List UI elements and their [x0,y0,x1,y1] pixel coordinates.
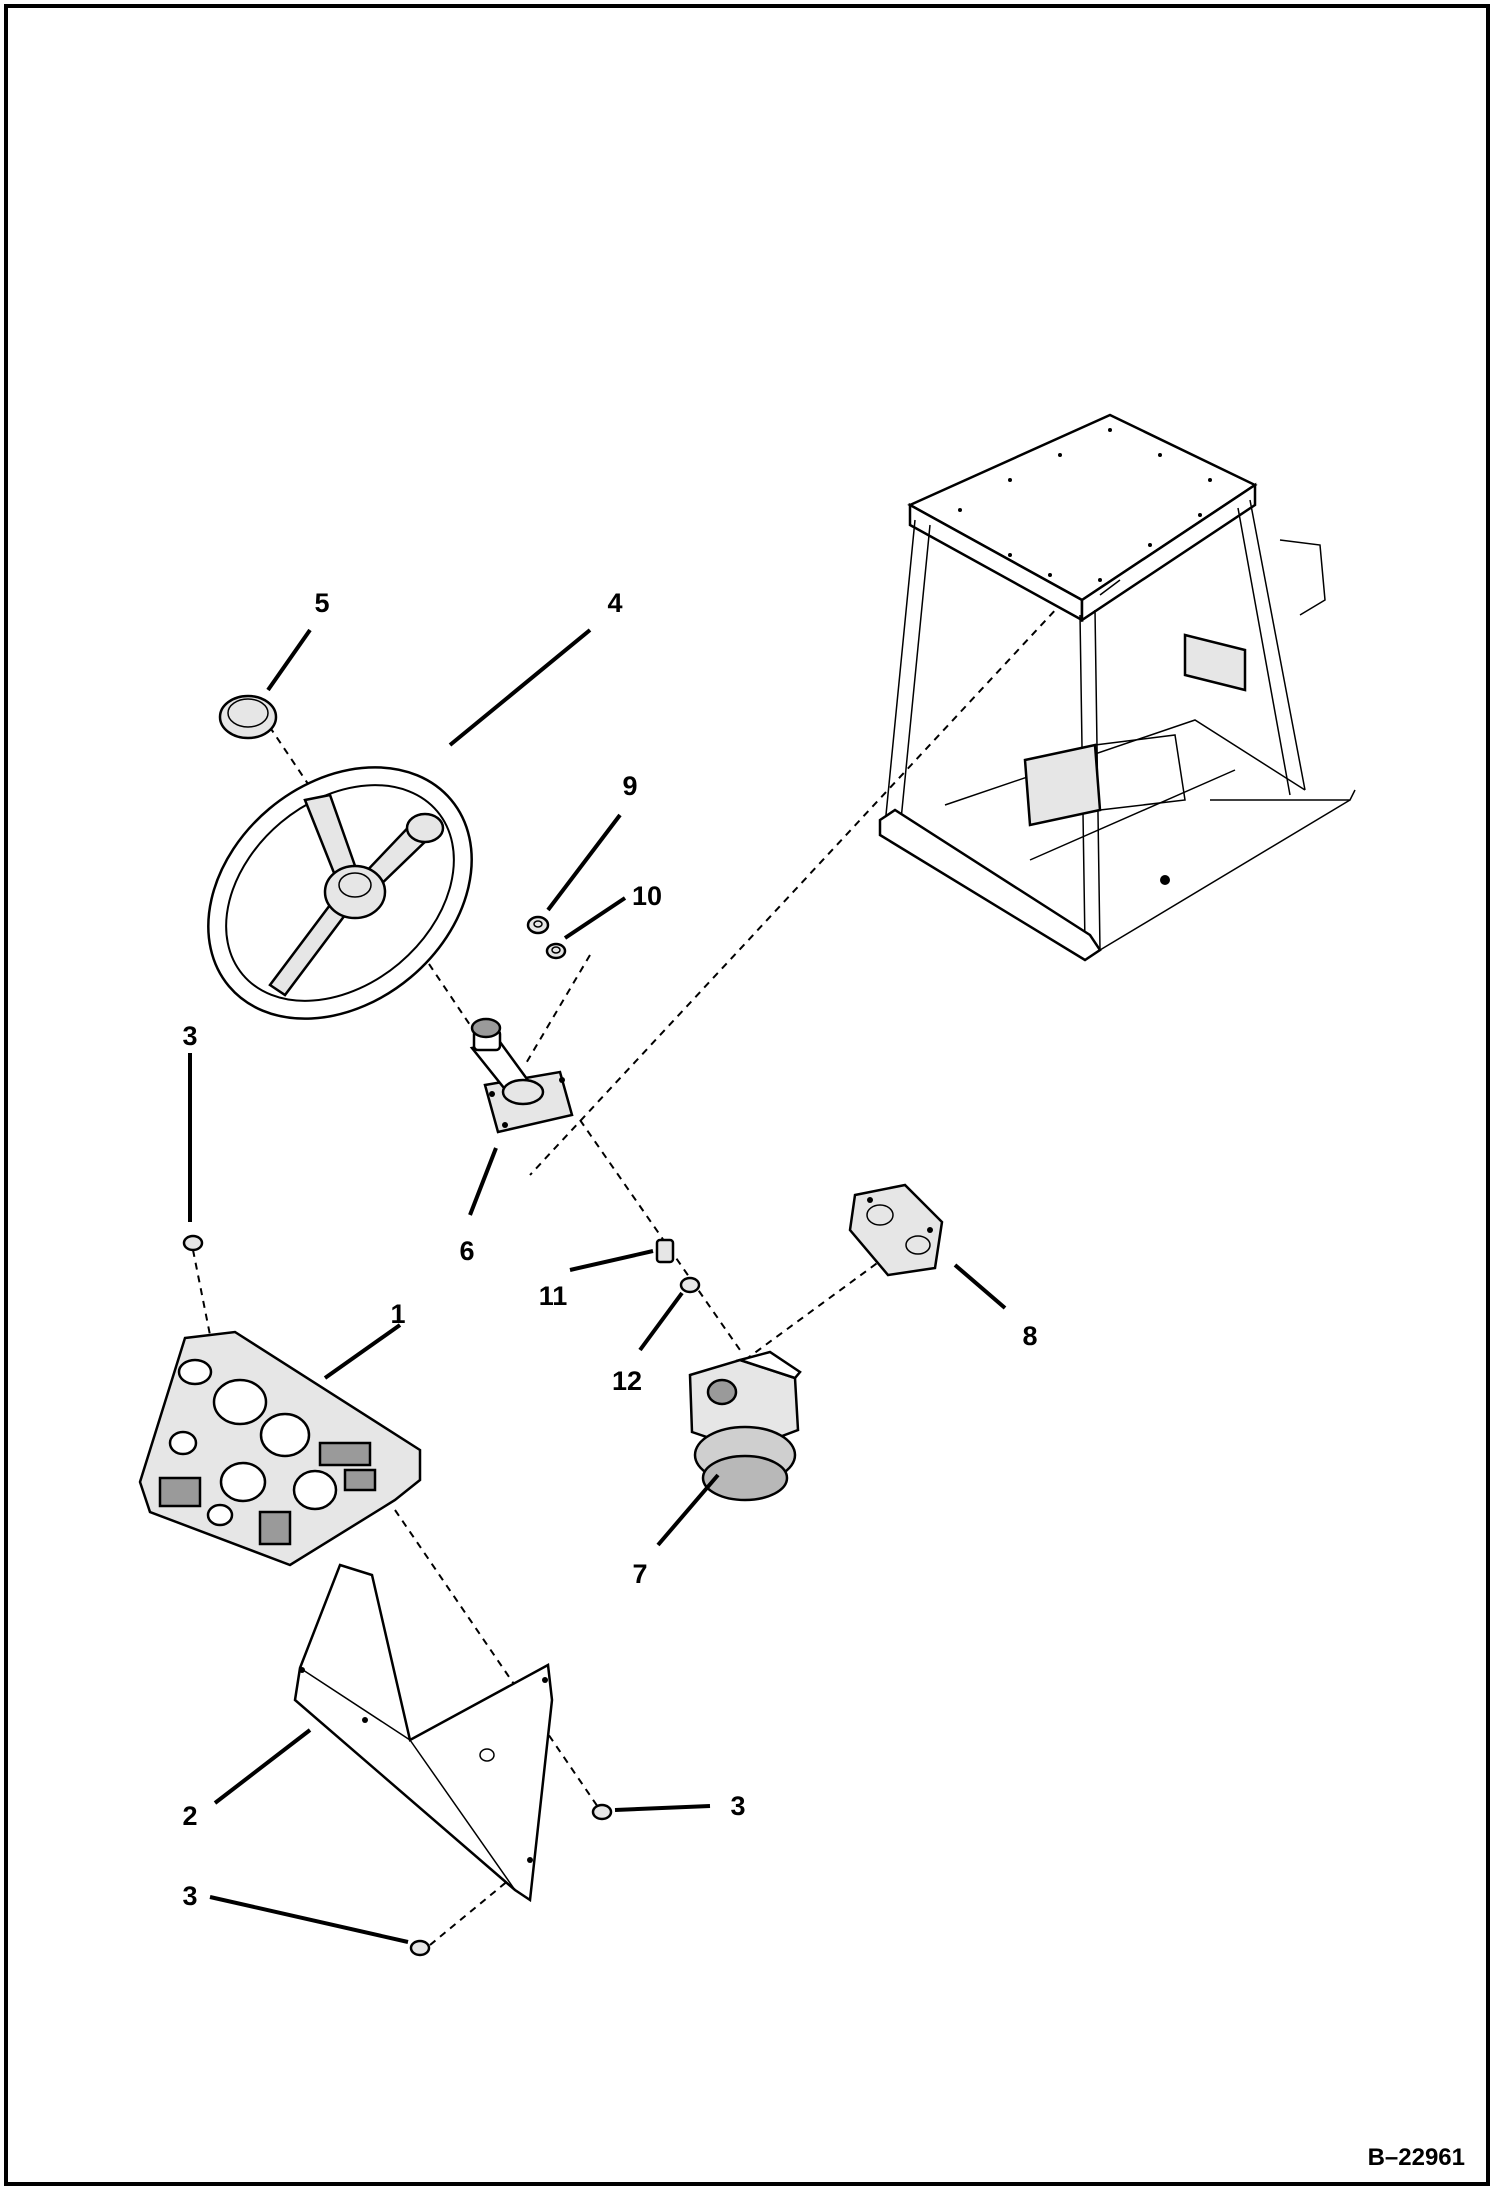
steering-wheel-part [207,766,473,1020]
nut-part-right [591,1803,613,1821]
drawing-number: B–22961 [1368,2144,1465,2171]
page-border [4,4,1490,2186]
callout-label-3-upper: 3 [182,1021,197,1051]
fitting-part [655,1238,675,1264]
assembly-line-nut-to-panel [192,1249,211,1336]
horn-cap-part [218,694,278,740]
assembly-lines [192,534,1126,1946]
callout-label-5: 5 [314,588,329,618]
nut-part-upper [182,1234,204,1252]
callout-label-3-right: 3 [730,1791,745,1821]
steering-washer-part [545,942,567,960]
leader-lines [188,628,1007,1944]
steering-valve-part [688,1350,802,1502]
o-ring-part [679,1276,701,1294]
assembly-line-nut-to-column [524,954,591,1066]
callout-label-9: 9 [622,771,637,801]
callout-label-6: 6 [459,1236,474,1266]
callout-labels: 1 2 3 3 3 4 5 6 7 8 9 10 11 12 [182,588,1037,1911]
assembly-line-panel-to-nut [394,1509,601,1811]
callout-label-3-lower: 3 [182,1881,197,1911]
assembly-line-cab-to-column [529,534,1126,1176]
callout-label-7: 7 [632,1559,647,1589]
steering-nut-part [526,915,550,935]
adapter-block-part [848,1183,944,1277]
steering-column-part [469,1017,574,1134]
assembly-line-nut-to-bracket [429,1874,516,1946]
callout-label-1: 1 [390,1299,405,1329]
operator-cab-part [878,413,1356,962]
callout-label-11: 11 [539,1281,568,1311]
callout-label-2: 2 [182,1801,197,1831]
callout-label-8: 8 [1022,1321,1037,1351]
callout-label-4: 4 [607,588,622,618]
instrument-panel-part [138,1330,422,1567]
callout-label-12: 12 [612,1366,642,1396]
console-bracket-part [293,1563,554,1903]
assembly-line-valve-to-adapter [744,1249,896,1361]
nut-part-lower [409,1939,431,1957]
assembly-line-column-to-valve [579,1119,741,1351]
callout-label-10: 10 [632,881,662,911]
